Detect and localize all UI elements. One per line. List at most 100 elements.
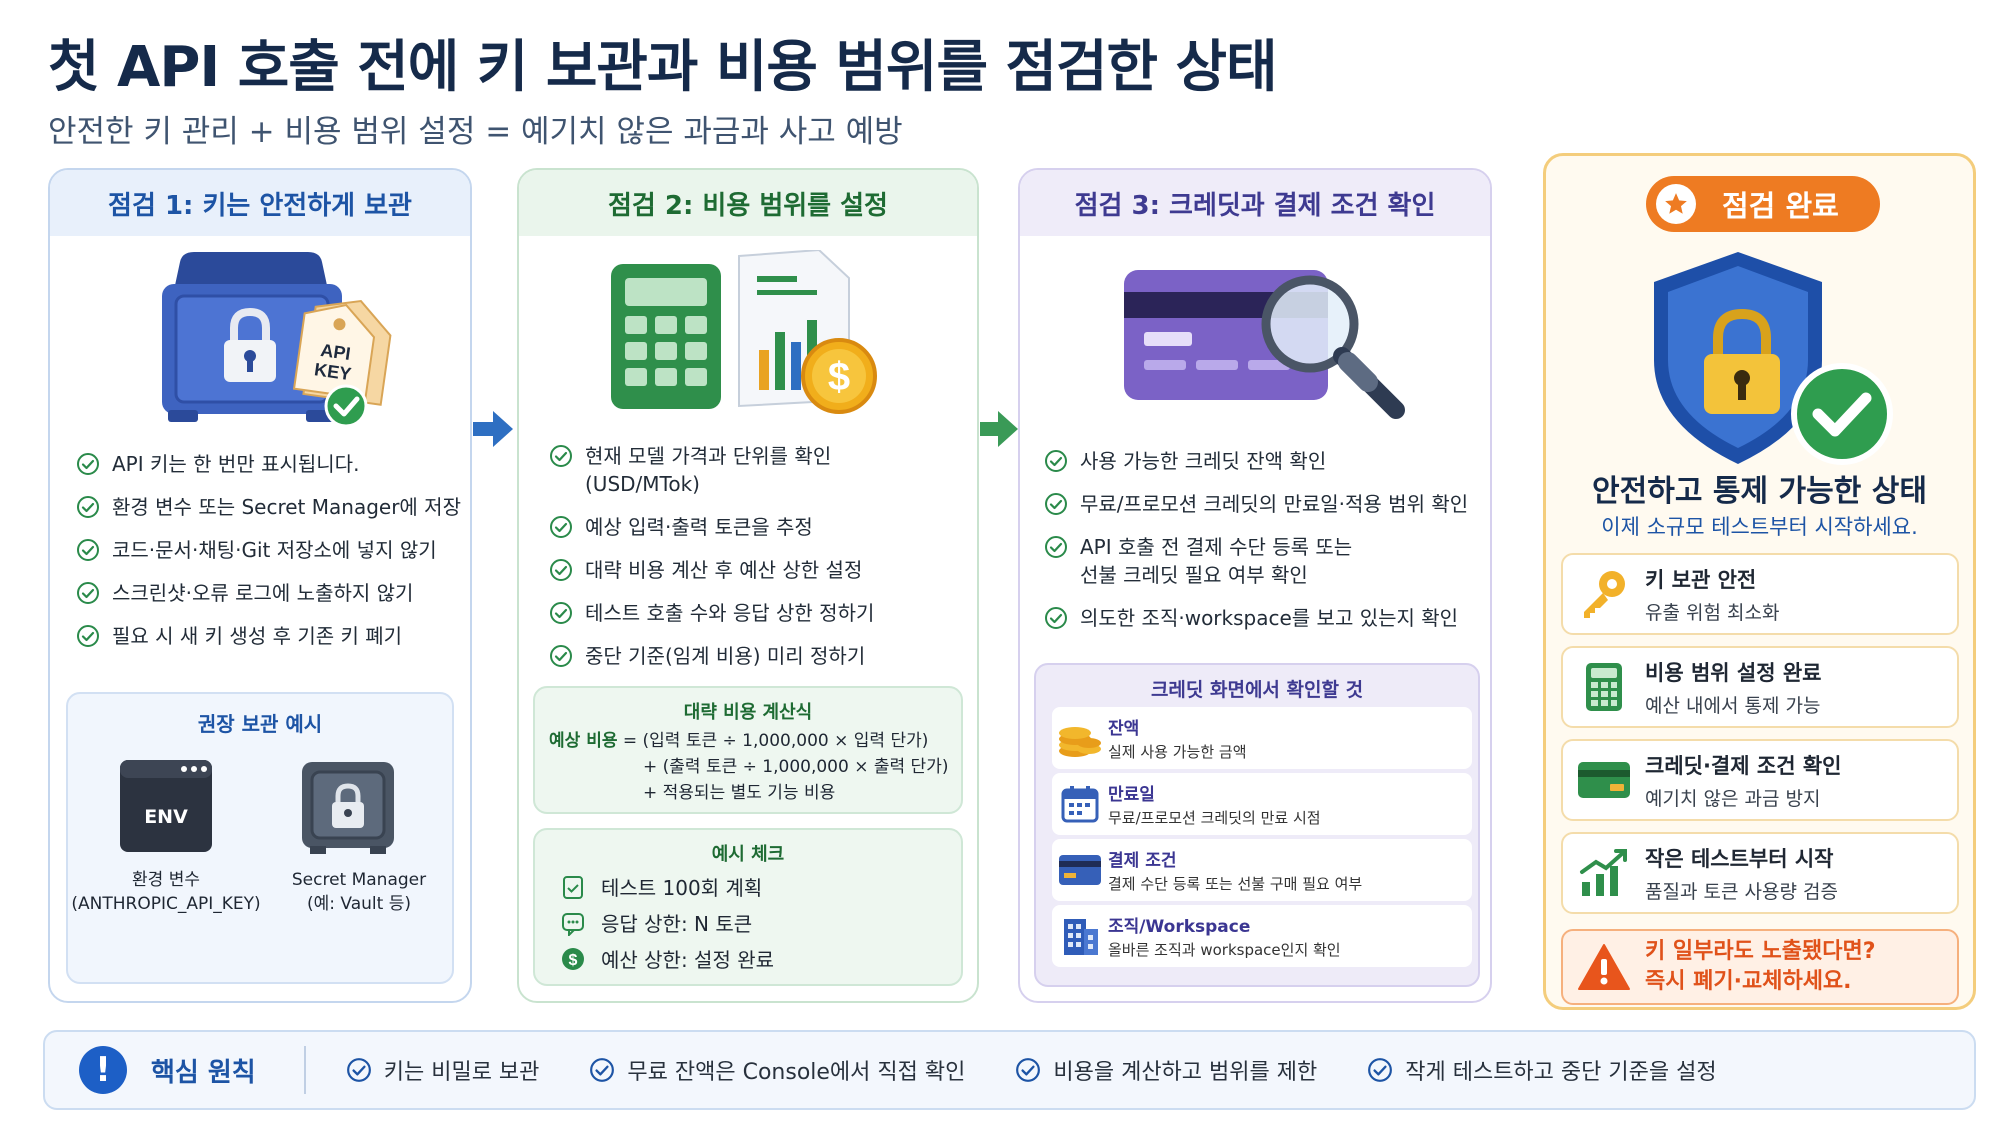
example-check-box: 예시 체크 테스트 100회 계획 응답 상한: N 토큰 $ 예산 상한: 설… xyxy=(533,828,963,986)
list-item: 중단 기준(임계 비용) 미리 정하기 xyxy=(549,642,874,670)
env-label: 환경 변수 (ANTHROPIC_API_KEY) xyxy=(68,868,264,916)
state-card-desc: 예산 내에서 통제 가능 xyxy=(1645,694,1821,717)
check-circle-icon xyxy=(550,645,572,667)
env-icon-text: ENV xyxy=(144,806,188,828)
credit-row-title: 잔액 xyxy=(1108,719,1140,739)
step1-panel: 점검 1: 키는 안전하게 보관 API KEY API 키는 한 번만 표시됩… xyxy=(48,168,472,1003)
principle-item: 비용을 계산하고 범위를 제한 xyxy=(1015,1054,1317,1086)
state-card-title: 키 보관 안전 xyxy=(1645,567,1757,592)
svg-text:$: $ xyxy=(828,355,850,399)
state-card-title: 비용 범위 설정 완료 xyxy=(1645,660,1822,685)
list-item: 코드·문서·채팅·Git 저장소에 넣지 않기 xyxy=(76,536,461,564)
list-item-text: 무료/프로모션 크레딧의 만료일·적용 범위 확인 xyxy=(1080,492,1469,516)
divider xyxy=(303,1046,306,1094)
calculator-icon xyxy=(1586,663,1622,711)
check-circle-icon xyxy=(550,602,572,624)
list-item-text: 사용 가능한 크레딧 잔액 확인 xyxy=(1080,449,1327,473)
formula-label: 예상 비용 xyxy=(549,731,618,751)
clipboard-check-icon xyxy=(563,875,583,899)
done-panel: 점검 완료 안전하고 통제 가능한 상태 이제 소규모 테스트부터 시작하세요.… xyxy=(1543,153,1976,1010)
list-item-text: 중단 기준(임계 비용) 미리 정하기 xyxy=(585,644,866,668)
check-circle-icon xyxy=(346,1058,371,1082)
example-item-text: 테스트 100회 계획 xyxy=(601,876,763,900)
credit-row-title: 만료일 xyxy=(1108,785,1155,805)
key-icon xyxy=(1584,571,1625,618)
dollar-coin-icon: $ xyxy=(562,947,584,970)
list-item-text: API 키는 한 번만 표시됩니다. xyxy=(112,452,360,476)
done-badge: 점검 완료 xyxy=(1646,176,1880,232)
principle-text: 무료 잔액은 Console에서 직접 확인 xyxy=(627,1060,966,1085)
core-principles-bar: ! 핵심 원칙 키는 비밀로 보관 무료 잔액은 Console에서 직접 확인… xyxy=(43,1030,1976,1110)
principle-text: 비용을 계산하고 범위를 제한 xyxy=(1053,1060,1318,1085)
check-circle-icon xyxy=(1368,1058,1393,1082)
coin-stack-icon xyxy=(1059,727,1101,757)
check-circle-icon xyxy=(77,496,99,518)
credit-row-desc: 올바른 조직과 workspace인지 확인 xyxy=(1108,941,1341,959)
calculator-report-coin-icon: $ xyxy=(611,250,877,414)
list-item: 대략 비용 계산 후 예산 상한 설정 xyxy=(549,556,874,584)
check-circle-icon xyxy=(550,445,572,467)
check-circle-icon xyxy=(77,539,99,561)
credit-card-magnifier-icon xyxy=(1124,270,1405,419)
credit-row-desc: 실제 사용 가능한 금액 xyxy=(1108,743,1247,761)
list-item: API 호출 전 결제 수단 등록 또는 선불 크레딧 필요 여부 확인 xyxy=(1044,533,1468,589)
step1-checklist: API 키는 한 번만 표시됩니다. 환경 변수 또는 Secret Manag… xyxy=(76,450,461,665)
env-label-line1: 환경 변수 xyxy=(132,870,200,890)
formula-title: 대략 비용 계산식 xyxy=(683,702,813,723)
state-card-desc: 유출 위험 최소화 xyxy=(1645,601,1780,624)
principle-item: 키는 비밀로 보관 xyxy=(346,1054,539,1086)
formula-body: 예상 비용 = (입력 토큰 ÷ 1,000,000 × 입력 단가) + (출… xyxy=(549,728,948,806)
check-circle-icon xyxy=(77,625,99,647)
list-item: 필요 시 새 키 생성 후 기존 키 폐기 xyxy=(76,622,461,650)
warning-card: 키 일부라도 노출됐다면? 즉시 폐기·교체하세요. xyxy=(1561,929,1959,1005)
sm-label-line1: Secret Manager xyxy=(291,870,427,890)
step2-panel: 점검 2: 비용 범위를 설정 $ 현재 모델 가격과 단위를 확인 (USD/… xyxy=(517,168,979,1003)
credit-row-desc: 결제 수단 등록 또는 선불 구매 필요 여부 xyxy=(1108,875,1363,893)
list-item: 무료/프로모션 크레딧의 만료일·적용 범위 확인 xyxy=(1044,490,1468,518)
list-item: 테스트 호출 수와 응답 상한 정하기 xyxy=(549,599,874,627)
step3-title: 점검 3: 크레딧과 결제 조건 확인 xyxy=(1020,170,1490,236)
building-icon xyxy=(1064,919,1098,955)
sm-label-line2: (예: Vault 등) xyxy=(307,894,411,914)
list-item: API 키는 한 번만 표시됩니다. xyxy=(76,450,461,478)
state-card-desc: 품질과 토큰 사용량 검증 xyxy=(1645,880,1838,903)
check-circle-icon xyxy=(1045,536,1067,558)
storage-examples-title: 권장 보관 예시 xyxy=(197,712,323,736)
example-item-text: 예산 상한: 설정 완료 xyxy=(601,948,775,972)
vault-safe-icon xyxy=(302,762,394,854)
principle-item: 작게 테스트하고 중단 기준을 설정 xyxy=(1367,1054,1717,1086)
step3-checklist: 사용 가능한 크레딧 잔액 확인 무료/프로모션 크레딧의 만료일·적용 범위 … xyxy=(1044,447,1468,647)
example-item: $ 예산 상한: 설정 완료 xyxy=(561,944,774,973)
list-item-text: 의도한 조직·workspace를 보고 있는지 확인 xyxy=(1080,606,1459,630)
step2-title: 점검 2: 비용 범위를 설정 xyxy=(519,170,977,236)
svg-text:API: API xyxy=(319,340,352,364)
list-item: 예상 입력·출력 토큰을 추정 xyxy=(549,513,874,541)
credit-card-icon xyxy=(1578,762,1630,798)
list-item: 사용 가능한 크레딧 잔액 확인 xyxy=(1044,447,1468,475)
core-principles-label: 핵심 원칙 xyxy=(151,1057,256,1088)
check-circle-icon xyxy=(77,453,99,475)
shield-lock-check-icon xyxy=(1654,252,1893,465)
example-item: 응답 상한: N 토큰 xyxy=(561,908,752,937)
svg-text:$: $ xyxy=(569,952,578,969)
principle-item: 무료 잔액은 Console에서 직접 확인 xyxy=(589,1054,965,1086)
credit-row-desc: 무료/프로모션 크레딧의 만료 시점 xyxy=(1108,809,1321,827)
list-item-text: 코드·문서·채팅·Git 저장소에 넣지 않기 xyxy=(112,538,437,562)
page-title: 첫 API 호출 전에 키 보관과 비용 범위를 점검한 상태 xyxy=(48,35,1278,100)
exclamation-icon: ! xyxy=(79,1046,127,1094)
example-check-title: 예시 체크 xyxy=(711,844,785,865)
example-item-text: 응답 상한: N 토큰 xyxy=(601,912,753,936)
check-circle-icon xyxy=(1045,607,1067,629)
list-item-text: 필요 시 새 키 생성 후 기존 키 폐기 xyxy=(112,624,403,648)
message-tokens-icon xyxy=(562,912,584,936)
done-badge-label: 점검 완료 xyxy=(1722,189,1839,223)
